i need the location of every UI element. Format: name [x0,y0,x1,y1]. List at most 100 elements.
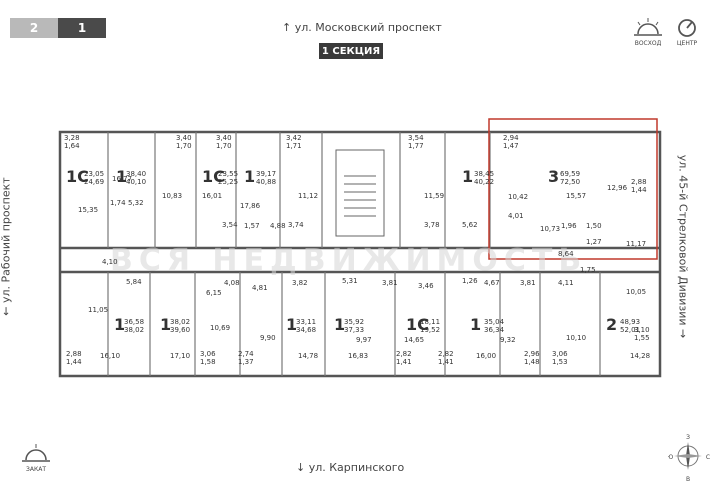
apartment-total-area: 48,93 [620,318,640,326]
building-outline [58,130,662,378]
apartment-total-area: 34,68 [296,326,316,334]
room-area: 14,65 [404,336,424,344]
compass-w: Ю [668,454,674,461]
room-area: 2,82 [438,350,454,358]
room-area: 1,70 [176,142,192,150]
room-area: 10,42 [508,193,528,201]
room-area: 1,57 [244,222,260,230]
apartment-rooms: 1 [462,167,473,186]
room-area: 1,96 [561,222,577,230]
room-area: 1,55 [634,334,650,342]
room-area: 9,90 [260,334,276,342]
room-area: 3,81 [382,279,398,287]
room-area: 12,96 [607,184,628,192]
room-area: 17,10 [170,352,190,360]
sunset-label: ЗАКАТ [26,466,46,473]
room-area: 1,41 [396,358,412,366]
room-area: 1,74 [110,199,126,207]
room-area: 1,47 [503,142,519,150]
room-area: 3,28 [64,134,80,142]
tab-section-2[interactable]: 2 [10,18,58,38]
room-area: 11,12 [298,192,318,200]
apartment-total-area: 19,52 [420,326,440,334]
apartment-total-area: 36,58 [124,318,144,326]
room-area: 3,06 [552,350,568,358]
room-area: 1,41 [438,358,454,366]
room-area: 16,00 [476,352,496,360]
room-area: 1,26 [462,277,478,285]
room-area: 2,74 [238,350,254,358]
room-area: 1,71 [286,142,302,150]
room-area: 5,31 [342,277,358,285]
room-area: 16,83 [348,352,368,360]
room-area: 1,53 [552,358,568,366]
room-area: 4,01 [508,212,524,220]
room-area: 16,77 [112,175,132,183]
room-area: 16,01 [202,192,222,200]
room-area: 15,35 [78,206,98,214]
room-area: 4,88 [270,222,286,230]
room-area: 2,96 [524,350,540,358]
street-label-top: ↑ ул. Московский проспект [282,21,442,34]
room-area: 1,48 [524,358,540,366]
room-area: 3,42 [286,134,302,142]
compass-n: З [686,434,690,441]
room-area: 3,06 [200,350,216,358]
compass-icon: З В Ю С [668,434,710,483]
room-area: 10,73 [540,225,560,233]
apartment-total-area: 36,34 [484,326,505,334]
section-tabs: 2 1 [10,18,106,38]
apartment-total-area: 18,11 [420,318,440,326]
room-area: 10,83 [162,192,182,200]
room-area: 11,05 [88,306,108,314]
apartment-total-area: 25,25 [218,178,238,186]
room-area: 3,82 [292,279,308,287]
room-area: 1,64 [64,142,80,150]
apartment-rooms: 1 [114,315,125,334]
room-area: 5,32 [128,199,144,207]
room-area: 1,27 [586,238,602,246]
room-area: 10,10 [566,334,586,342]
room-area: 15,57 [566,192,586,200]
room-area: 3,40 [176,134,192,142]
room-area: 3,74 [288,221,304,229]
room-area: 9,97 [356,336,372,344]
sunrise-icon: ВОСХОД [634,18,662,47]
room-area: 4,81 [252,284,268,292]
apartment-total-area: 35,92 [344,318,364,326]
room-area: 1,44 [66,358,82,366]
room-area: 10,05 [626,288,646,296]
room-area: 10,69 [210,324,230,332]
room-area: 3,46 [418,282,434,290]
apartment-total-area: 33,11 [296,318,316,326]
apartment-rooms: 2 [606,315,617,334]
room-area: 6,15 [206,289,222,297]
apartment-rooms: 1С [406,315,429,334]
apartment-total-area: 40,22 [474,178,494,186]
room-area: 2,88 [66,350,82,358]
room-area: 5,62 [462,221,478,229]
compass-s: В [686,476,690,483]
room-area: 3,40 [216,134,232,142]
apartment-total-area: 23,05 [84,170,104,178]
apartment-rooms: 1 [244,167,255,186]
room-area: 3,54 [408,134,424,142]
apartment-rooms: 1 [286,315,297,334]
room-area: 1,58 [200,358,216,366]
apartment-total-area: 38,02 [170,318,190,326]
apartment-rooms: 1 [116,167,127,186]
apartment-total-area: 52,01 [620,326,640,334]
room-area: 1,75 [580,266,596,274]
room-area: 3,81 [520,279,536,287]
room-area: 5,84 [126,278,142,286]
room-area: 8,64 [558,250,574,258]
tab-section-1[interactable]: 1 [58,18,106,38]
room-area: 3,10 [634,326,650,334]
apartment-total-area: 23,55 [218,170,238,178]
apartment-total-area: 39,60 [170,326,190,334]
apartment-total-area: 35,04 [484,318,505,326]
center-direction-icon: ЦЕНТР [677,19,698,47]
selected-apartment-highlight[interactable] [488,118,658,260]
apartment-rooms: 1 [470,315,481,334]
stair-core [335,149,385,237]
